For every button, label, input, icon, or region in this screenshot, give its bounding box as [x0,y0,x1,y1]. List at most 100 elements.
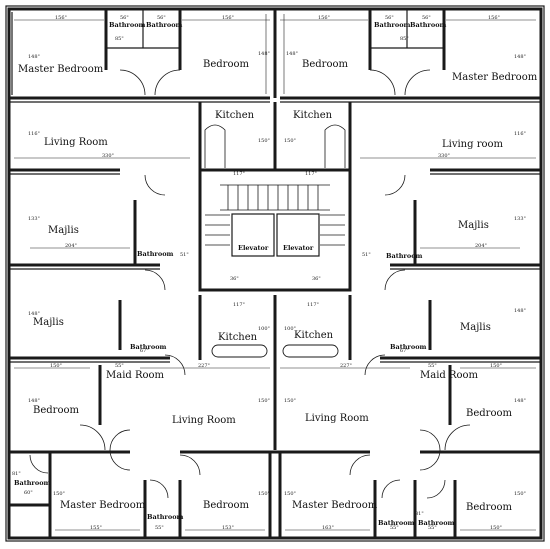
dimension-label: 150" [284,398,296,404]
dimension-label: 85" [400,36,409,42]
room-label: Master Bedroom [452,72,538,83]
dimension-label: 116" [514,131,526,137]
room-label: Living Room [305,413,369,424]
room-label: Bathroom [390,343,427,351]
dimension-label: 148" [514,54,526,60]
room-label: Bathroom [137,250,174,258]
room-label: Master Bedroom [18,64,104,75]
doors [29,69,471,499]
dimension-label: 67" [400,348,409,354]
room-label: Bathroom [378,519,415,527]
dimension-label: 81" [12,471,21,477]
dimension-texts: 156" 56" 56" 156" 156" 56" 56" 156" 148"… [12,15,526,531]
room-label: Majlis [458,220,489,231]
kitchen-counters [204,124,346,358]
room-label: Master Bedroom [292,500,378,511]
room-label: Bedroom [203,500,249,511]
room-label: Bathroom [147,513,184,521]
dimension-label: 150" [490,525,502,531]
dimension-label: 117" [233,171,245,177]
room-label: Bathroom [146,21,183,29]
room-label: Kitchen [215,110,255,121]
dimension-lines [14,14,536,531]
room-label: Majlis [33,317,64,328]
interior-walls [9,9,541,538]
room-label: Bathroom [418,519,455,527]
dimension-label: 155" [90,525,102,531]
room-label: Living Room [44,137,108,148]
dimension-label: 153" [222,525,234,531]
dimension-label: 55" [428,363,437,369]
dimension-label: 148" [514,308,526,314]
dimension-label: 150" [514,491,526,497]
room-label: Bathroom [374,21,411,29]
room-label: Living room [442,139,504,150]
room-label: Bathroom [14,479,51,487]
dimension-label: 204" [65,243,77,249]
dimension-label: 156" [488,15,500,21]
dimension-label: 36" [230,276,239,282]
dimension-label: 55" [155,525,164,531]
dimension-label: 100" [284,326,296,332]
dimension-label: 117" [305,171,317,177]
room-label: Elevator [238,244,269,252]
room-label: Bedroom [302,59,348,70]
room-label: Bathroom [109,21,146,29]
dimension-label: 227" [198,363,210,369]
room-label: Master Bedroom [60,500,146,511]
dimension-label: 117" [307,302,319,308]
room-label: Elevator [283,244,314,252]
room-label: Bathroom [410,21,447,29]
dimension-label: 156" [55,15,67,21]
dimension-label: 150" [490,363,502,369]
dimension-label: 204" [475,243,487,249]
room-label: Maid Room [106,370,165,381]
dimension-label: 148" [286,51,298,57]
dimension-label: 148" [28,54,40,60]
staircase [205,184,345,246]
dimension-label: 163" [322,525,334,531]
room-label: Kitchen [293,110,333,121]
room-label: Bathroom [386,252,423,260]
dimension-label: 51" [362,252,371,258]
dimension-label: 60" [24,490,33,496]
dimension-label: 56" [120,15,129,21]
dimension-label: 148" [28,311,40,317]
dimension-label: 56" [157,15,166,21]
dimension-label: 150" [258,138,270,144]
dimension-label: 133" [514,216,526,222]
dimension-label: 117" [233,302,245,308]
dimension-label: 81" [415,511,424,517]
room-label: Bedroom [466,408,512,419]
dimension-label: 148" [28,398,40,404]
dimension-label: 156" [318,15,330,21]
dimension-label: 330" [438,153,450,159]
room-label: Bedroom [33,405,79,416]
room-label: Living Room [172,415,236,426]
dimension-label: 55" [428,525,437,531]
room-label: Bedroom [203,59,249,70]
dimension-label: 116" [28,131,40,137]
room-labels: Master Bedroom Bathroom Bathroom Bedroom… [14,21,538,527]
room-label: Majlis [48,225,79,236]
dimension-label: 156" [222,15,234,21]
dimension-label: 51" [180,252,189,258]
dimension-label: 150" [50,363,62,369]
dimension-label: 100" [258,326,270,332]
dimension-label: 133" [28,216,40,222]
dimension-label: 56" [422,15,431,21]
room-label: Majlis [460,322,491,333]
dimension-label: 67" [140,348,149,354]
dimension-label: 150" [284,138,296,144]
dimension-label: 36" [312,276,321,282]
dimension-label: 55" [390,525,399,531]
dimension-label: 150" [53,491,65,497]
room-label: Kitchen [294,330,334,341]
dimension-label: 150" [284,491,296,497]
dimension-label: 55" [115,363,124,369]
dimension-label: 150" [258,398,270,404]
dimension-label: 148" [514,398,526,404]
dimension-label: 56" [385,15,394,21]
dimension-label: 150" [258,491,270,497]
